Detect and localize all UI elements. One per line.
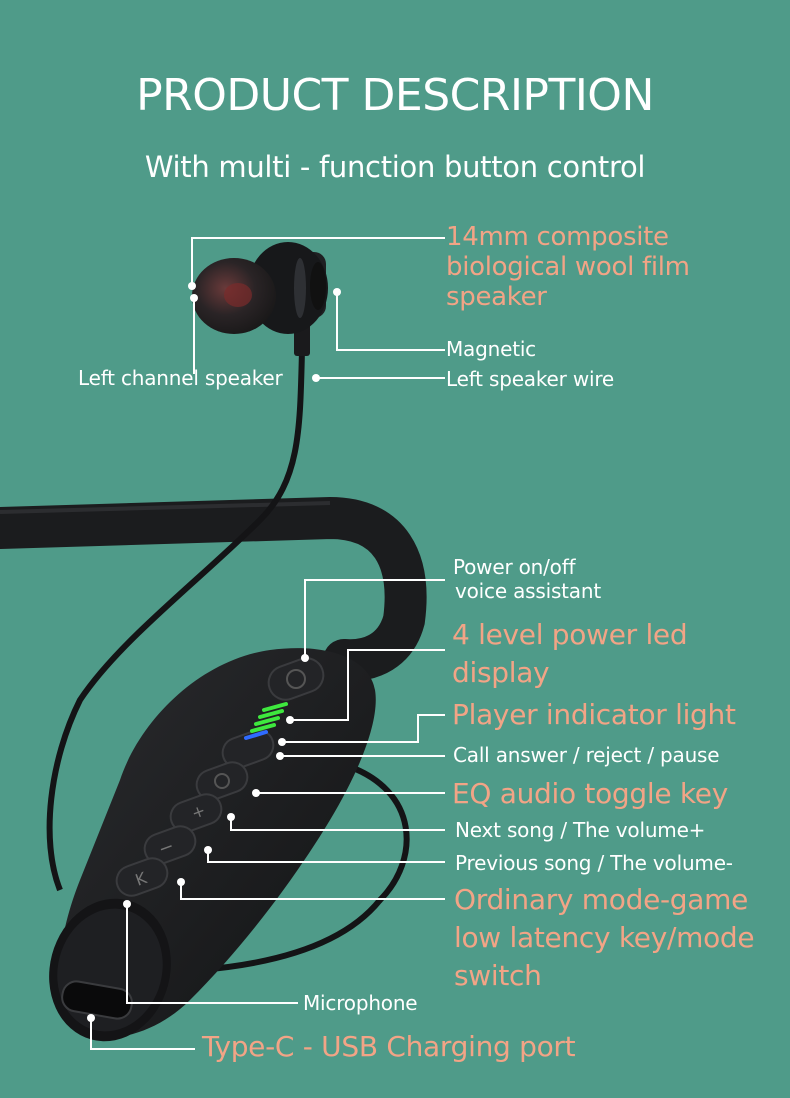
power-label-line-1: Power on/off <box>453 555 576 579</box>
eq-label: EQ audio toggle key <box>452 777 728 810</box>
remote-graphic <box>49 648 376 1042</box>
call-label: Call answer / reject / pause <box>453 743 720 767</box>
mode-label-line-2: low latency key/mode <box>454 921 755 954</box>
callout-dots <box>87 282 341 1022</box>
left-channel-label: Left channel speaker <box>78 366 283 390</box>
callout-lines <box>90 237 445 1050</box>
player-light-label: Player indicator light <box>452 698 736 731</box>
magnetic-label: Magnetic <box>446 337 536 361</box>
microphone-label: Microphone <box>303 991 418 1015</box>
speaker-label: 14mm composite biological wool film spea… <box>446 222 690 312</box>
button-plus-glyph: + <box>189 800 208 822</box>
power-label: Power on/off voice assistant <box>453 555 601 603</box>
speaker-cable <box>46 349 305 892</box>
speaker-label-line-2: biological wool film <box>446 252 690 282</box>
left-wire-label: Left speaker wire <box>446 367 615 391</box>
power-label-line-2: voice assistant <box>455 579 601 603</box>
next-label: Next song / The volume+ <box>455 818 706 842</box>
mode-label-line-3: switch <box>454 959 542 992</box>
page-subtitle: With multi - function button control <box>144 150 646 184</box>
led-label-line-1: 4 level power led <box>452 618 688 651</box>
mode-label: Ordinary mode-game low latency key/mode … <box>454 881 755 995</box>
led-label-line-2: display <box>452 656 550 689</box>
led-label: 4 level power led display <box>452 616 688 692</box>
earbud-graphic <box>192 242 328 356</box>
speaker-label-line-1: 14mm composite <box>446 222 669 252</box>
neckband <box>0 496 427 682</box>
button-minus-glyph: − <box>156 835 177 860</box>
typec-label: Type-C - USB Charging port <box>202 1030 576 1063</box>
speaker-label-line-3: speaker <box>446 282 547 312</box>
mode-label-line-1: Ordinary mode-game <box>454 883 749 916</box>
page-title: PRODUCT DESCRIPTION <box>136 70 654 121</box>
prev-label: Previous song / The volume- <box>455 851 733 875</box>
